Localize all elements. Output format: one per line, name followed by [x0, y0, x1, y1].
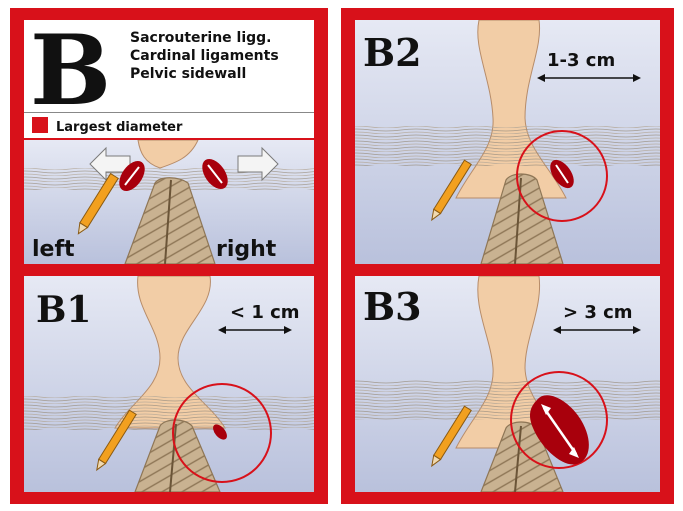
right-column-figure: B2 1-3 cm B3 > 3 cm — [341, 8, 674, 504]
b3-title: B3 — [363, 284, 422, 329]
header-box: B Sacrouterine ligg. Cardinal ligaments … — [24, 14, 314, 127]
right-column-panel: B2 1-3 cm B3 > 3 cm — [341, 8, 674, 504]
legend-label: Largest diameter — [56, 120, 183, 135]
right-label: right — [216, 237, 277, 262]
left-label: left — [32, 237, 75, 262]
b1-size-label: < 1 cm — [230, 302, 300, 323]
header-line-2: Cardinal ligaments — [130, 48, 279, 64]
header-letter: B — [30, 14, 111, 127]
legend-swatch — [32, 117, 48, 133]
left-column-panel: B Sacrouterine ligg. Cardinal ligaments … — [10, 8, 328, 504]
b2-size-label: 1-3 cm — [547, 50, 615, 71]
legend-row: Largest diameter — [24, 112, 314, 138]
header-line-1: Sacrouterine ligg. — [130, 30, 272, 46]
subpanel-b3: B3 > 3 cm — [355, 276, 660, 492]
b1-title: B1 — [36, 289, 91, 331]
subpanel-b2: B2 1-3 cm — [355, 20, 660, 264]
b2-title: B2 — [363, 30, 422, 75]
side-overview: left right — [24, 140, 314, 264]
header-line-3: Pelvic sidewall — [130, 66, 246, 82]
subpanel-b1: B1 < 1 cm — [24, 276, 314, 492]
left-column-figure: B Sacrouterine ligg. Cardinal ligaments … — [10, 8, 328, 504]
b3-size-label: > 3 cm — [563, 302, 633, 323]
